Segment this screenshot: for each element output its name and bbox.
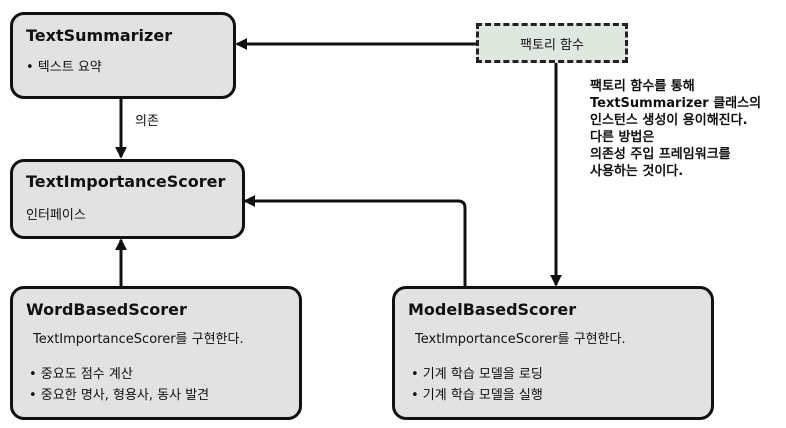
factory-function-box: 팩토리 함수 (476, 23, 628, 63)
note-line: 인스턴스 생성이 용이해진다. (590, 113, 748, 128)
note-line: 의존성 주입 프레임워크를 (590, 147, 731, 162)
factory-function-label: 팩토리 함수 (520, 37, 584, 53)
word-based-scorer-item: • 중요도 점수 계산 (29, 367, 133, 382)
text-summarizer-box: TextSummarizer • 텍스트 요약 (10, 12, 236, 99)
model-based-scorer-description: TextImportanceScorer를 구현한다. (415, 332, 626, 347)
factory-note: 팩토리 함수를 통해 TextSummarizer 클래스의 인스턴스 생성이 … (590, 78, 761, 180)
text-importance-scorer-box: TextImportanceScorer 인터페이스 (10, 159, 245, 239)
note-line: 사용하는 것이다. (590, 164, 684, 179)
note-line: 다른 방법은 (590, 130, 655, 145)
model-scorer-implements-arrow (243, 195, 467, 288)
text-importance-scorer-subtitle: 인터페이스 (26, 208, 86, 223)
model-based-scorer-item: • 기계 학습 모델을 실행 (411, 388, 543, 403)
word-based-scorer-title: WordBasedScorer (26, 300, 187, 319)
model-based-scorer-box: ModelBasedScorer TextImportanceScorer를 구… (392, 286, 714, 420)
note-line: TextSummarizer 클래스의 (590, 96, 762, 111)
dependency-label: 의존 (135, 114, 159, 129)
word-based-scorer-item: • 중요한 명사, 형용사, 동사 발견 (29, 388, 210, 403)
text-importance-scorer-title: TextImportanceScorer (26, 172, 226, 191)
model-based-scorer-item: • 기계 학습 모델을 로딩 (411, 367, 543, 382)
text-summarizer-title: TextSummarizer (26, 26, 173, 45)
model-based-scorer-title: ModelBasedScorer (408, 300, 577, 319)
word-based-scorer-box: WordBasedScorer TextImportanceScorer를 구현… (10, 286, 302, 420)
note-line: 팩토리 함수를 통해 (590, 79, 695, 94)
word-based-scorer-description: TextImportanceScorer를 구현한다. (33, 332, 244, 347)
text-summarizer-item: • 텍스트 요약 (26, 60, 102, 75)
